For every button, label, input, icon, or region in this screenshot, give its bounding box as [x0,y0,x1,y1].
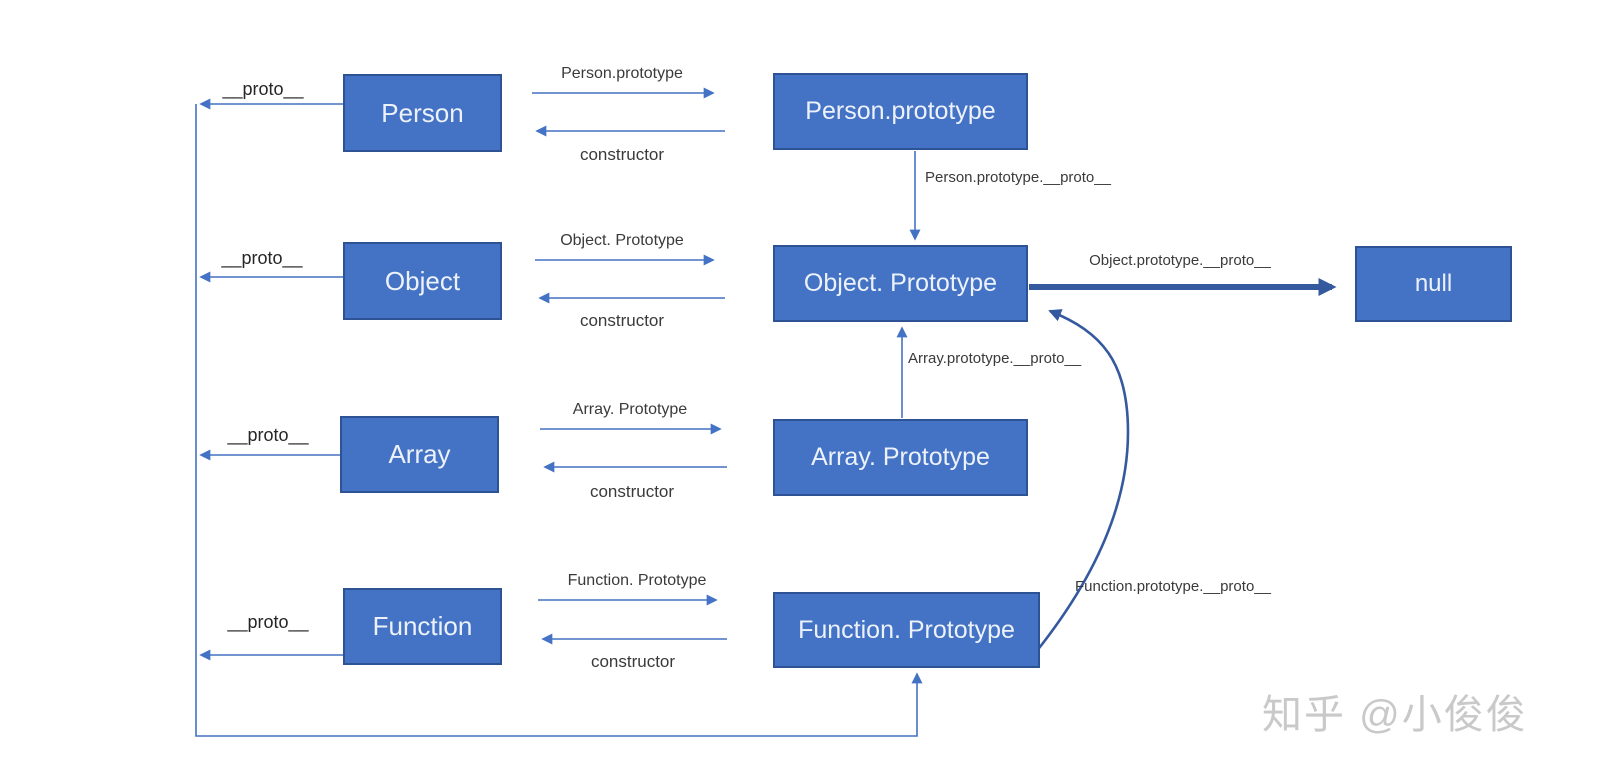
node-object-prototype: Object. Prototype [773,245,1028,322]
proto-label-row2: __proto__ [221,248,303,268]
edge-label-array-constructor: constructor [589,482,675,501]
edge-label-object-constructor: constructor [579,311,665,330]
edge-label-object-prototype: Object. Prototype [560,232,684,249]
chain-label-array-prototype-proto: Array.prototype.__proto__ [908,350,1082,367]
edge-label-person-prototype: Person.prototype [561,65,683,82]
edge-label-person-constructor: constructor [579,145,665,164]
edge-label-function-prototype: Function. Prototype [567,572,707,589]
chain-label-person-prototype-proto: Person.prototype.__proto__ [925,169,1111,186]
proto-label-row1: __proto__ [222,79,304,99]
node-function-prototype: Function. Prototype [773,592,1040,668]
node-array: Array [340,416,499,493]
node-array-prototype: Array. Prototype [773,419,1028,496]
function-prototype-proto-arrow [1034,309,1130,653]
node-function: Function [343,588,502,665]
node-object: Object [343,242,502,320]
node-person-prototype: Person.prototype [773,73,1028,150]
proto-label-row3: __proto__ [227,425,309,445]
chain-label-function-prototype-proto: Function.prototype.__proto__ [1075,578,1271,595]
node-null: null [1355,246,1512,322]
edge-label-function-constructor: constructor [590,652,676,671]
proto-label-row4: __proto__ [227,612,309,632]
edge-label-array-prototype: Array. Prototype [572,401,688,418]
node-person: Person [343,74,502,152]
chain-label-object-prototype-proto: Object.prototype.__proto__ [1089,252,1271,269]
zhihu-watermark: 知乎 @小俊俊 [1262,693,1528,737]
proto-chain-rail [195,104,923,737]
